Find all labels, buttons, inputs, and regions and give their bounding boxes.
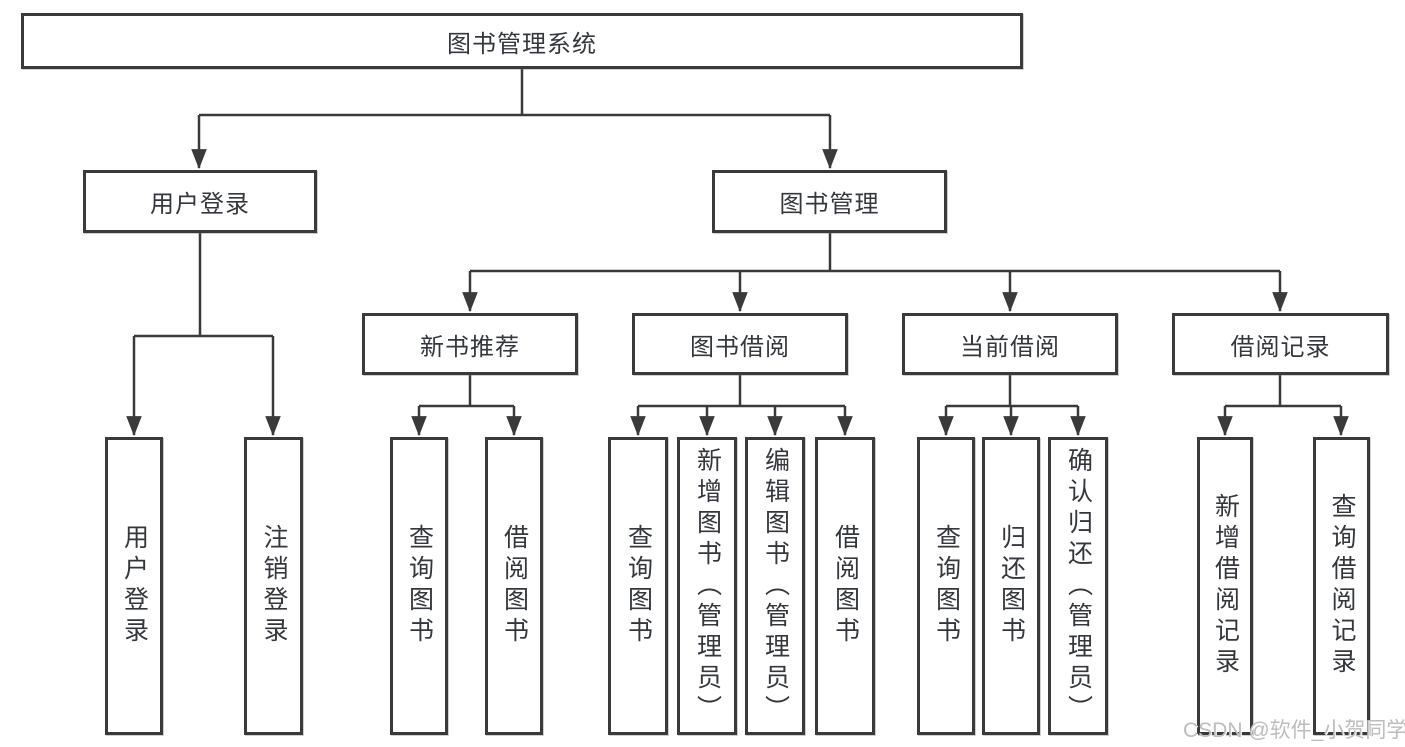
node-cb-return-books: 归还图书 (982, 437, 1040, 735)
node-library-management-system: 图书管理系统 (21, 13, 1023, 69)
node-label: 用户登录 (150, 191, 250, 218)
node-borrowing-records: 借阅记录 (1172, 313, 1389, 375)
node-br-query-borrow-record: 查询借阅记录 (1313, 437, 1370, 735)
node-cb-query-books: 查询图书 (917, 437, 975, 735)
node-label: 新增图书（管理员） (693, 446, 722, 726)
node-bb-borrow-books: 借阅图书 (815, 437, 875, 735)
node-rec-query-books: 查询图书 (390, 437, 448, 735)
node-label: 查询图书 (624, 524, 653, 648)
node-label: 注销登录 (260, 524, 288, 648)
node-label: 查询图书 (405, 524, 434, 648)
node-bb-query-books: 查询图书 (608, 437, 668, 735)
node-label: 新书推荐 (420, 333, 520, 361)
node-bb-edit-books-admin: 编辑图书（管理员） (745, 437, 805, 735)
node-current-borrowing: 当前借阅 (902, 313, 1118, 375)
node-leaf-logout: 注销登录 (244, 437, 303, 735)
node-label: 编辑图书（管理员） (761, 446, 790, 726)
node-label: 归还图书 (997, 524, 1026, 648)
csdn-watermark: CSDN @软件_小贺同学 (1183, 719, 1405, 742)
node-book-management: 图书管理 (712, 170, 947, 233)
node-label: 图书管理系统 (447, 30, 597, 58)
node-label: 查询图书 (932, 524, 961, 648)
node-label: 查询借阅记录 (1328, 493, 1356, 679)
node-rec-borrow-books: 借阅图书 (485, 437, 543, 735)
node-cb-confirm-return-admin: 确认归还（管理员） (1048, 437, 1108, 735)
node-leaf-user-login: 用户登录 (105, 437, 163, 735)
node-label: 图书管理 (779, 191, 880, 218)
node-book-borrowing: 图书借阅 (632, 313, 848, 375)
node-label: 借阅图书 (831, 524, 860, 648)
node-label: 确认归还（管理员） (1064, 446, 1093, 726)
node-br-add-borrow-record: 新增借阅记录 (1197, 437, 1253, 735)
node-label: 新增借阅记录 (1211, 493, 1240, 679)
node-bb-add-books-admin: 新增图书（管理员） (677, 437, 737, 735)
node-label: 用户登录 (120, 524, 149, 648)
node-label: 当前借阅 (960, 333, 1060, 361)
node-label: 图书借阅 (690, 333, 790, 361)
node-label: 借阅图书 (500, 524, 529, 648)
node-user-login: 用户登录 (83, 170, 317, 233)
node-new-book-recommendation: 新书推荐 (362, 313, 578, 375)
node-label: 借阅记录 (1230, 333, 1331, 361)
